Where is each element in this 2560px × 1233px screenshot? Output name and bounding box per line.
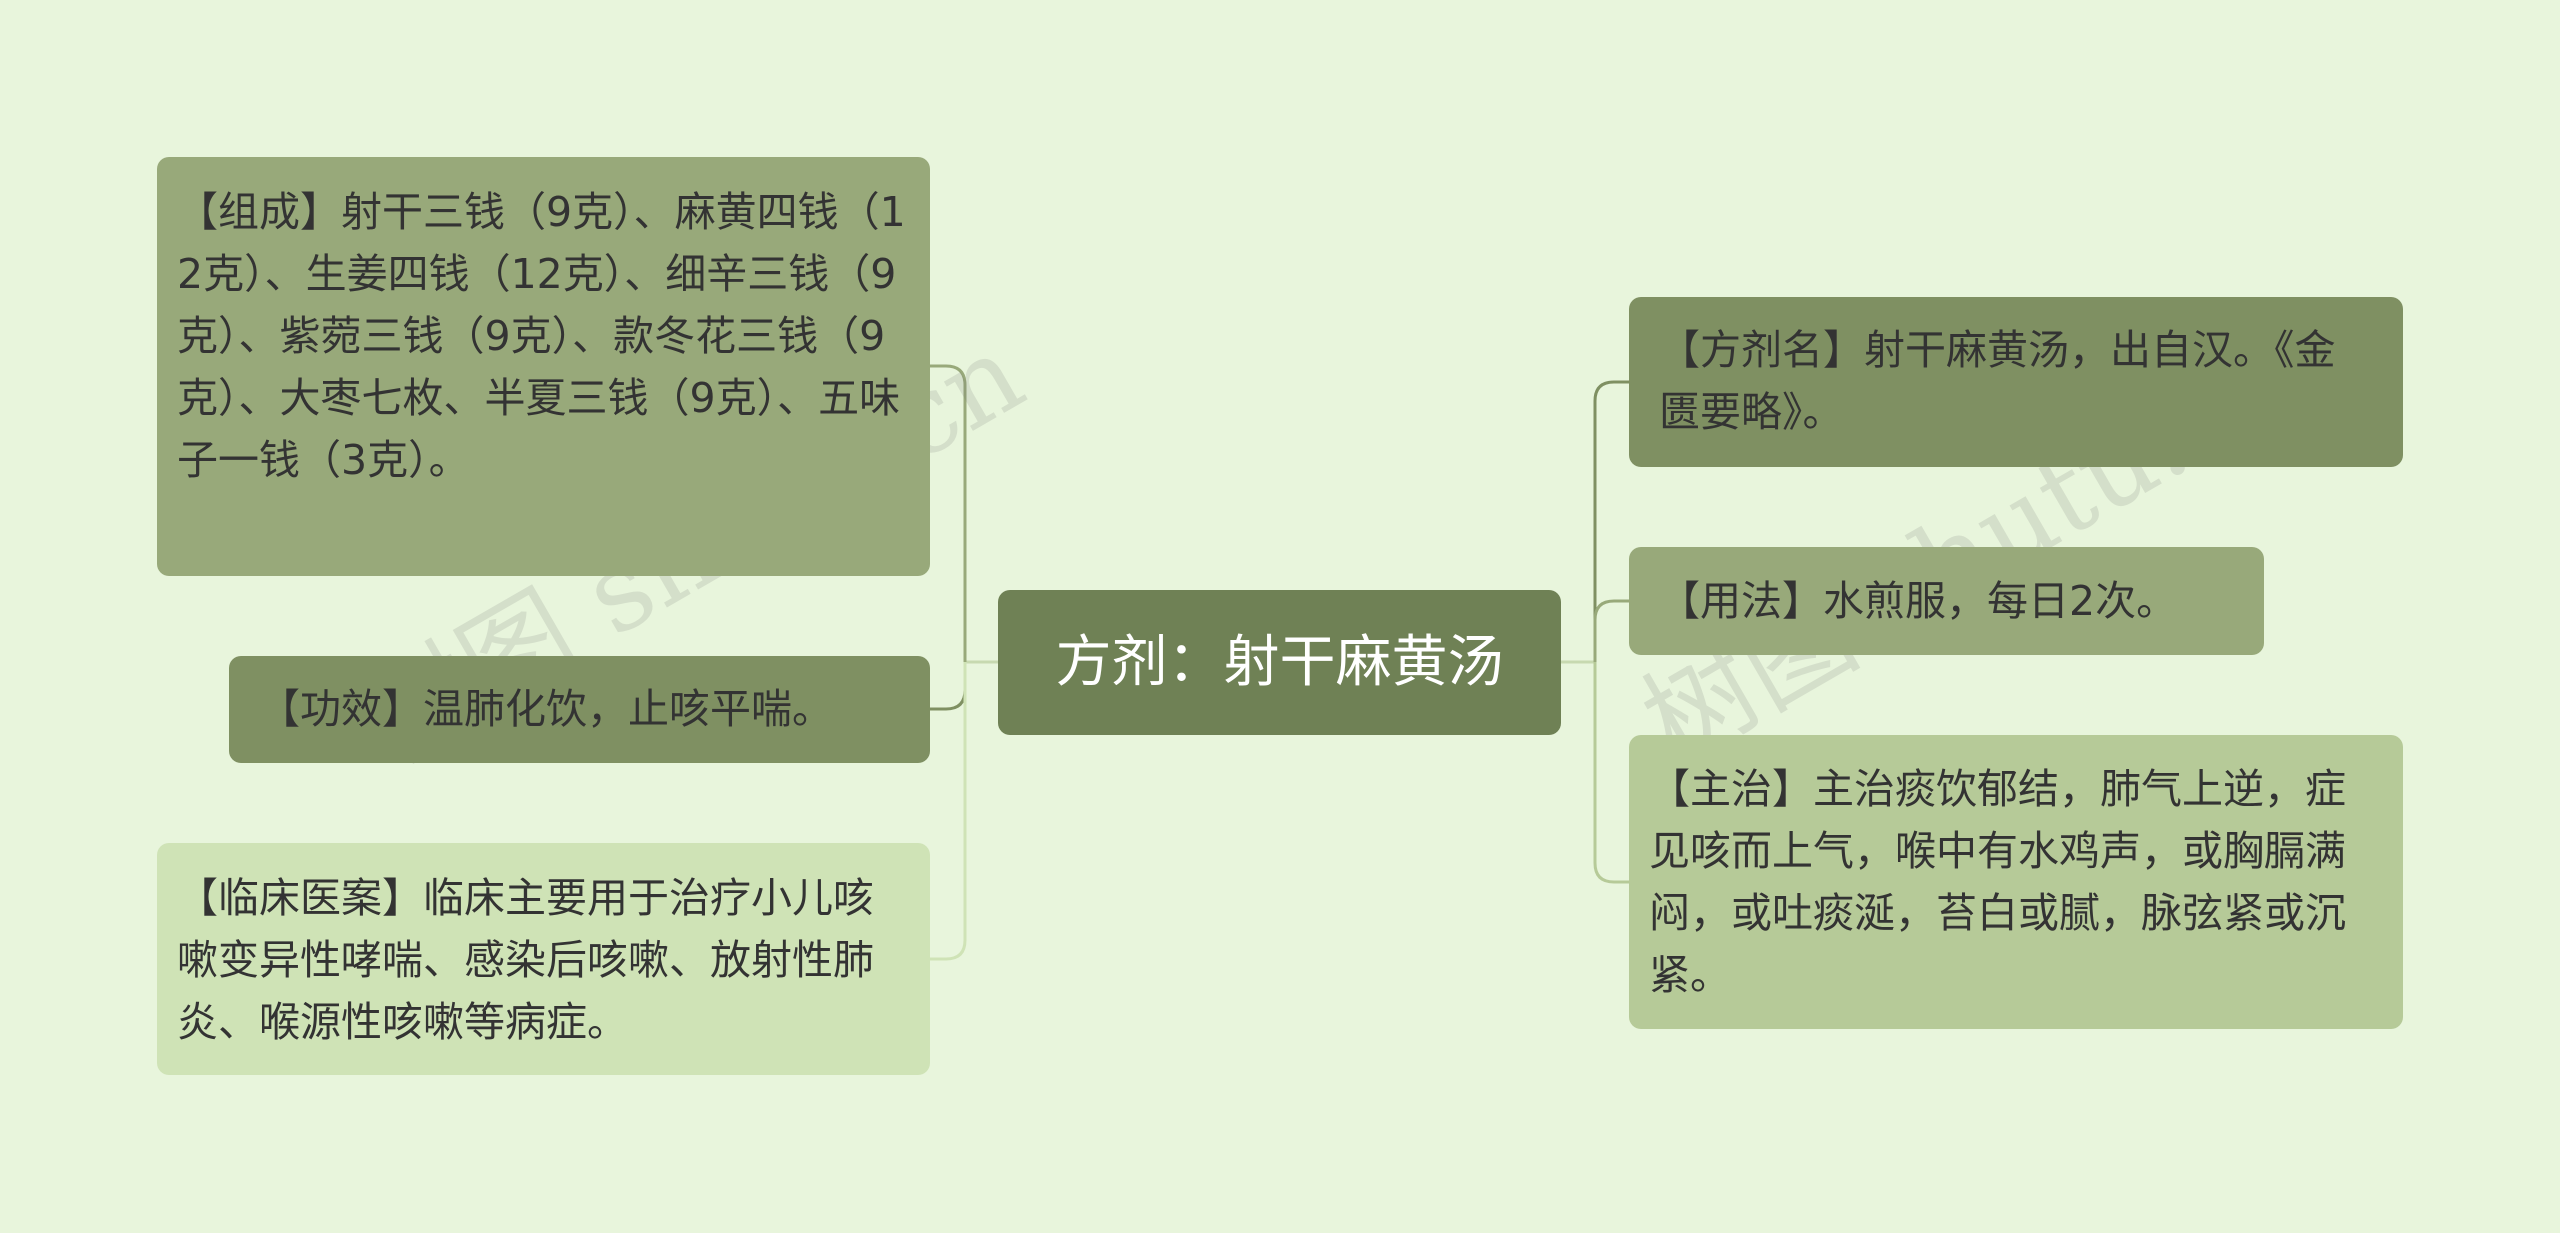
node-formula-name[interactable]: 【方剂名】射干麻黄汤，出自汉。《金匮要略》。 xyxy=(1629,297,2403,467)
connector-zhuzhi xyxy=(1593,662,1629,884)
node-clinical-cases[interactable]: 【临床医案】临床主要用于治疗小儿咳嗽变异性哮喘、感染后咳嗽、放射性肺炎、喉源性咳… xyxy=(157,843,930,1075)
connector-fangji xyxy=(1593,380,1629,662)
root-node[interactable]: 方剂：射干麻黄汤 xyxy=(998,590,1561,735)
node-composition[interactable]: 【组成】射干三钱（9克）、麻黄四钱（12克）、生姜四钱（12克）、细辛三钱（9克… xyxy=(157,157,930,576)
connector-gongxiao xyxy=(930,662,967,711)
connector-zucheng xyxy=(930,364,967,662)
connector-yongfa xyxy=(1593,599,1629,662)
connector-linchuang xyxy=(930,662,967,961)
node-efficacy[interactable]: 【功效】温肺化饮，止咳平喘。 xyxy=(229,656,930,763)
node-indications[interactable]: 【主治】主治痰饮郁结，肺气上逆，症见咳而上气，喉中有水鸡声，或胸膈满闷，或吐痰涎… xyxy=(1629,735,2403,1029)
node-usage[interactable]: 【用法】水煎服，每日2次。 xyxy=(1629,547,2264,655)
